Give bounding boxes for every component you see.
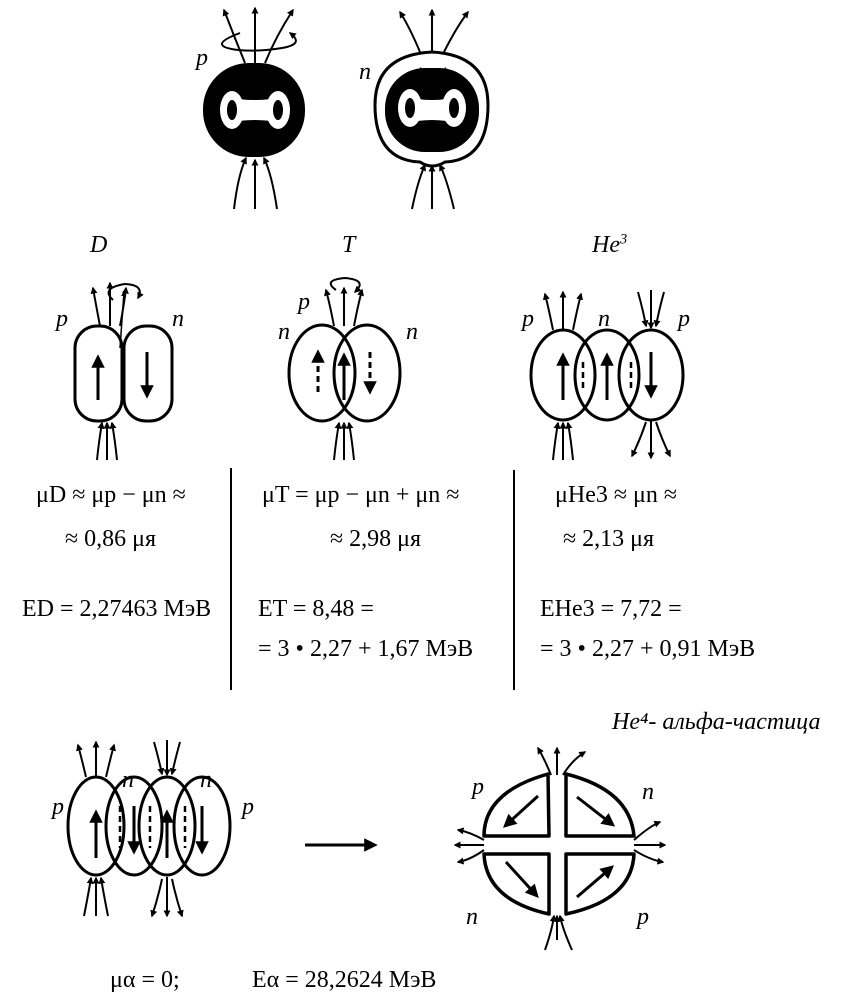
alpha-chain-model	[66, 740, 232, 918]
alpha-chain-label-n-left: n	[122, 767, 134, 793]
helium3-n-label: n	[598, 306, 610, 332]
alpha-chain-label-p-right: p	[242, 794, 254, 820]
proton-model	[203, 6, 305, 210]
helium3-moment-line1: μHe3 ≈ μn ≈	[555, 482, 678, 508]
deuteron-moment-line1: μD ≈ μp − μn ≈	[36, 482, 186, 508]
triton-model	[287, 276, 402, 461]
helium3-moment-line2: ≈ 2,13 μя	[563, 526, 655, 552]
alpha-square-label-p-bottom: p	[637, 904, 649, 930]
alpha-chain-label-p-left: p	[52, 794, 64, 820]
triton-moment-line2: ≈ 2,98 μя	[330, 526, 422, 552]
triton-binding-energy-line2: = 3 • 2,27 + 1,67 МэВ	[258, 636, 474, 662]
alpha-square-model	[453, 746, 667, 951]
triton-binding-energy-line1: ET = 8,48 =	[258, 596, 374, 622]
helium3-p-left-label: p	[522, 306, 534, 332]
triton-moment-line1: μT = μp − μn + μn ≈	[262, 482, 460, 508]
helium3-model	[529, 290, 685, 461]
deuteron-moment-line2: ≈ 0,86 μя	[65, 526, 157, 552]
alpha-magnetic-moment: μα = 0;	[110, 967, 180, 993]
alpha-square-label-p-top: p	[472, 774, 484, 800]
helium3-p-right-label: p	[678, 306, 690, 332]
alpha-square-label-n-top: n	[642, 779, 654, 805]
deuteron-model	[73, 281, 174, 461]
deuteron-n-label: n	[172, 306, 184, 332]
helium3-title: He3	[592, 231, 628, 258]
helium3-binding-energy-line1: EHe3 = 7,72 =	[540, 596, 682, 622]
deuteron-p-label: p	[56, 306, 68, 332]
alpha-chain-label-n-right: n	[200, 767, 212, 793]
triton-n-right-label: n	[406, 319, 418, 345]
neutron-model	[373, 8, 490, 210]
alpha-particle-title: He⁴- альфа-частица	[612, 709, 821, 735]
triton-n-left-label: n	[278, 319, 290, 345]
helium3-binding-energy-line2: = 3 • 2,27 + 0,91 МэВ	[540, 636, 756, 662]
deuteron-title: D	[90, 232, 108, 258]
triton-p-label: p	[298, 289, 310, 315]
alpha-square-label-n-bottom: n	[466, 904, 478, 930]
alpha-binding-energy: Eα = 28,2624 МэВ	[252, 967, 437, 993]
deuteron-binding-energy: ED = 2,27463 МэВ	[22, 596, 212, 622]
proton-label: p	[196, 45, 208, 71]
neutron-label: n	[359, 59, 371, 85]
triton-title: T	[342, 232, 356, 258]
